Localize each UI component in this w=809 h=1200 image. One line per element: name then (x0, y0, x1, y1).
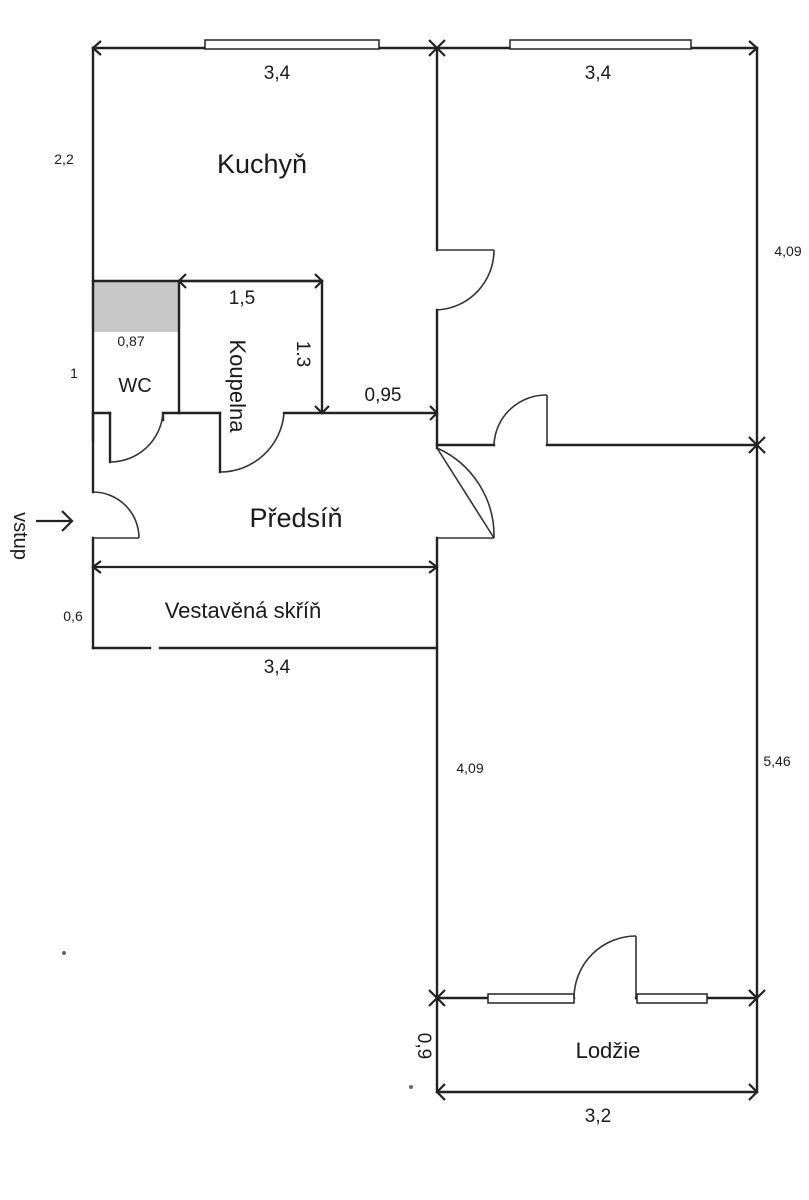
dim-top-right-width: 3,4 (585, 63, 612, 84)
dim-top-left-width: 3,4 (264, 63, 291, 84)
room-label-wc: WC (118, 375, 151, 397)
room-label-bathroom: Koupelna (225, 340, 250, 434)
room-label-hall: Předsíň (249, 503, 342, 533)
room-label-loggia: Lodžie (576, 1038, 641, 1063)
dim-bathroom-depth: 1.3 (292, 341, 313, 367)
room-label-wardrobe: Vestavěná skříň (165, 598, 322, 623)
walls (91, 46, 759, 1094)
dim-hall-passage: 0,95 (365, 385, 402, 406)
dim-loggia-width: 3,2 (585, 1106, 611, 1127)
room-label-kitchen: Kuchyň (217, 149, 307, 179)
stray-dot (62, 951, 66, 955)
doors (92, 249, 637, 999)
dimension-cross-marks (428, 39, 766, 1101)
dim-right-upper-height: 4,09 (774, 243, 801, 259)
dim-lower-room-right: 5,46 (763, 753, 790, 769)
dim-wc-depth: 1 (70, 365, 78, 381)
dim-wardrobe-width: 3,4 (264, 657, 291, 678)
entrance-arrow (36, 510, 74, 532)
dim-bathroom-width: 1,5 (229, 288, 255, 309)
stray-dot (409, 1085, 413, 1089)
entrance-label: vstup (9, 512, 31, 560)
dim-wardrobe-depth: 0,6 (63, 608, 83, 624)
dim-lower-room-left: 4,09 (456, 760, 483, 776)
dim-kitchen-height: 2,2 (54, 151, 74, 167)
dim-wc-width: 0,87 (117, 333, 144, 349)
windows (204, 39, 708, 1004)
shaft-shaded-area (93, 281, 179, 332)
dim-loggia-depth: 0,9 (413, 1033, 434, 1059)
